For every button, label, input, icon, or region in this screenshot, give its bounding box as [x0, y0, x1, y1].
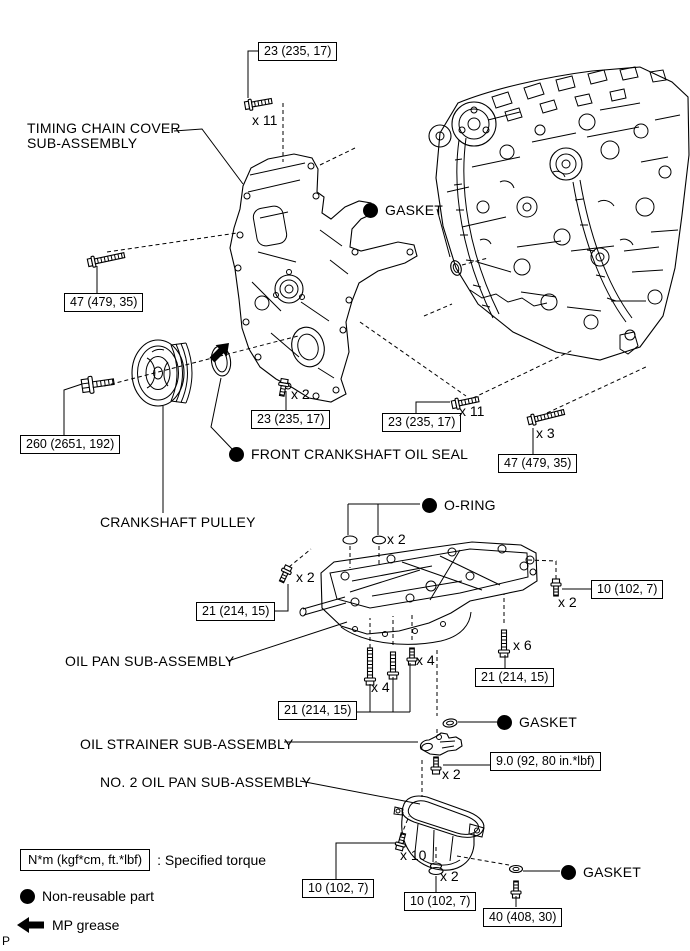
qty-strainer: x 2: [442, 766, 461, 782]
torque-box-oil-pan-x6-bolts: 21 (214, 15): [475, 668, 555, 687]
torque-box-right-bracket-bolts: 47 (479, 35): [498, 454, 578, 473]
torque-box-drain-plug: 40 (408, 30): [483, 908, 563, 927]
qty-no2-pan-lower: x 2: [440, 868, 459, 884]
legend-text: Non-reusable part: [42, 888, 155, 904]
mp-grease-arrow-icon: [17, 917, 44, 933]
strainer-gasket-drawing: [442, 718, 458, 728]
label-timing-chain-cover: TIMING CHAIN COVER SUB-ASSEMBLY: [27, 121, 181, 151]
label-oil-pan: OIL PAN SUB-ASSEMBLY: [65, 653, 235, 669]
torque-box-pulley-bolt: 260 (2651, 192): [20, 435, 121, 454]
timing-chain-cover-drawing: [229, 153, 418, 403]
non-reusable-icon: [20, 888, 35, 904]
qty-right-bracket: x 3: [536, 425, 555, 441]
label-gasket-top: GASKET: [363, 202, 443, 218]
qty-pan-left: x 2: [296, 569, 315, 585]
drain-gasket-drawing: [508, 864, 524, 874]
oil-pan-drawing: [299, 541, 538, 645]
non-reusable-icon: [422, 497, 437, 513]
qty-no2-pan: x 10: [400, 847, 427, 863]
qty-pan-x6: x 6: [513, 637, 532, 653]
qty-pan-x4-upper: x 4: [416, 652, 435, 668]
label-gasket-mid: GASKET: [497, 714, 577, 730]
legend-torque-unit-box: N*m (kgf*cm, ft.*lbf): [20, 849, 151, 871]
no2-oil-pan-drawing: [393, 795, 485, 871]
non-reusable-icon: [561, 864, 576, 880]
crankshaft-pulley-drawing: [131, 339, 193, 407]
legend-text: : Specified torque: [157, 852, 267, 868]
qty-seal-area: x 2: [291, 386, 310, 402]
engine-block-drawing: [428, 66, 690, 361]
torque-box-oil-pan-end-bolts: 10 (102, 7): [591, 580, 664, 599]
leader-lines: [63, 50, 591, 907]
torque-box-no2-pan-bolts: 10 (102, 7): [302, 879, 375, 898]
label-oil-strainer: OIL STRAINER SUB-ASSEMBLY: [80, 736, 294, 752]
qty-o-rings: x 2: [387, 531, 406, 547]
qty-cover-side: x 11: [459, 403, 485, 419]
torque-box-oil-pan-side-bolts: 21 (214, 15): [196, 602, 276, 621]
torque-box-left-bracket-bolt: 47 (479, 35): [64, 293, 144, 312]
torque-box-oil-pan-x4-bolts: 21 (214, 15): [278, 701, 358, 720]
label-front-crankshaft-oil-seal: FRONT CRANKSHAFT OIL SEAL: [229, 446, 468, 462]
label-text: SUB-ASSEMBLY: [27, 135, 138, 151]
label-text: GASKET: [583, 864, 641, 880]
oil-strainer-drawing: [419, 732, 463, 756]
legend-text: MP grease: [52, 917, 120, 933]
torque-box-no2-pan-x2-bolts: 10 (102, 7): [404, 892, 477, 911]
non-reusable-icon: [229, 446, 244, 462]
legend-specified-torque: N*m (kgf*cm, ft.*lbf) : Specified torque: [20, 849, 266, 871]
label-gasket-bottom: GASKET: [561, 864, 641, 880]
legend-mp-grease: MP grease: [16, 917, 119, 933]
torque-box-cover-lower-bolts: 23 (235, 17): [251, 410, 331, 429]
torque-box-top-cover-bolts: 23 (235, 17): [258, 42, 338, 61]
qty-pan-right: x 2: [558, 594, 577, 610]
non-reusable-icon: [363, 202, 378, 218]
corner-mark: P: [2, 934, 11, 948]
label-text: FRONT CRANKSHAFT OIL SEAL: [251, 446, 469, 462]
gasket-ring-drawing: [450, 260, 462, 276]
assembly-axis-lines: [103, 103, 649, 866]
torque-box-strainer-bolts: 9.0 (92, 80 in.*lbf): [490, 752, 601, 771]
torque-box-cover-side-bolts: 23 (235, 17): [382, 413, 462, 432]
o-ring-drawing: [342, 535, 387, 545]
non-reusable-icon: [497, 714, 512, 730]
qty-top-cover: x 11: [252, 112, 278, 128]
label-text: O-RING: [444, 497, 496, 513]
legend-non-reusable: Non-reusable part: [20, 888, 154, 904]
label-text: TIMING CHAIN COVER: [27, 120, 181, 136]
label-o-ring: O-RING: [422, 497, 496, 513]
qty-pan-x4-lower: x 4: [371, 679, 390, 695]
label-text: GASKET: [519, 714, 577, 730]
label-crankshaft-pulley: CRANKSHAFT PULLEY: [100, 514, 256, 530]
label-no2-oil-pan: NO. 2 OIL PAN SUB-ASSEMBLY: [100, 774, 312, 790]
label-text: GASKET: [385, 202, 443, 218]
